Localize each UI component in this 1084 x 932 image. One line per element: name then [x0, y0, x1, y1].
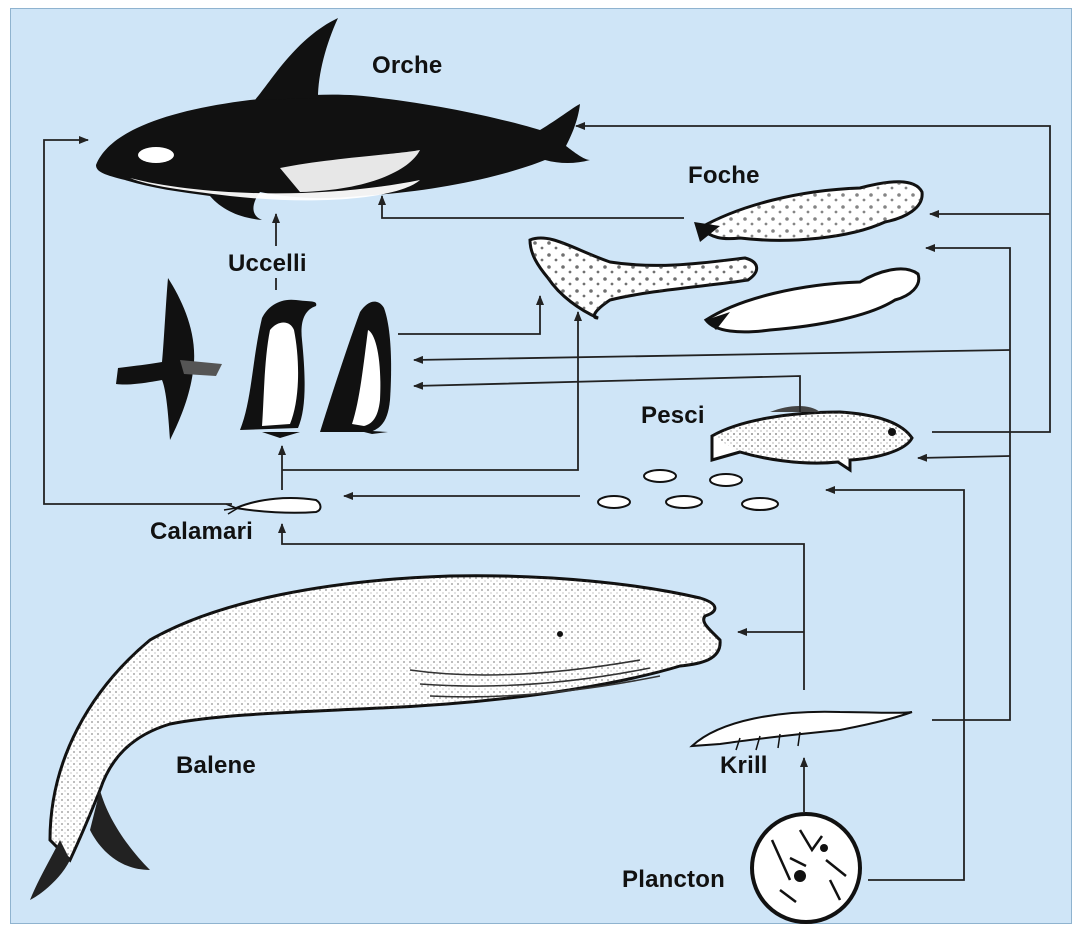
krill-illustration	[692, 712, 912, 750]
arrow-krill-to-foche	[926, 248, 1010, 720]
plankton-illustration	[752, 814, 860, 922]
fish-school-illustration	[598, 470, 778, 510]
arrow-plancton-to-pesci	[826, 490, 964, 880]
squid-illustration	[224, 498, 321, 514]
arrow-krill-to-uccelli	[414, 350, 1010, 360]
label-plancton: Plancton	[622, 866, 725, 894]
penguin-illustration-front	[240, 300, 316, 438]
blue-whale-illustration	[30, 576, 720, 900]
orca-illustration	[96, 18, 590, 220]
label-orche: Orche	[372, 52, 442, 80]
penguin-illustration-side	[320, 302, 391, 434]
label-krill: Krill	[720, 752, 768, 780]
label-calamari: Calamari	[150, 518, 253, 546]
label-pesci: Pesci	[641, 402, 705, 430]
arrow-foche-to-orche	[382, 196, 684, 218]
label-foche: Foche	[688, 162, 760, 190]
arrow-calamari-to-foche	[282, 312, 578, 470]
seal-illustration-leopard	[530, 238, 757, 318]
label-balene: Balene	[176, 752, 256, 780]
arrow-pesci-to-uccelli	[414, 376, 800, 412]
fish-illustration-large	[712, 406, 912, 470]
label-uccelli: Uccelli	[228, 250, 307, 278]
seal-illustration-upper	[694, 182, 922, 242]
arrow-krill-to-pesci	[918, 456, 1010, 458]
arrow-uccelli-to-foche	[398, 296, 540, 334]
albatross-illustration	[116, 278, 222, 440]
